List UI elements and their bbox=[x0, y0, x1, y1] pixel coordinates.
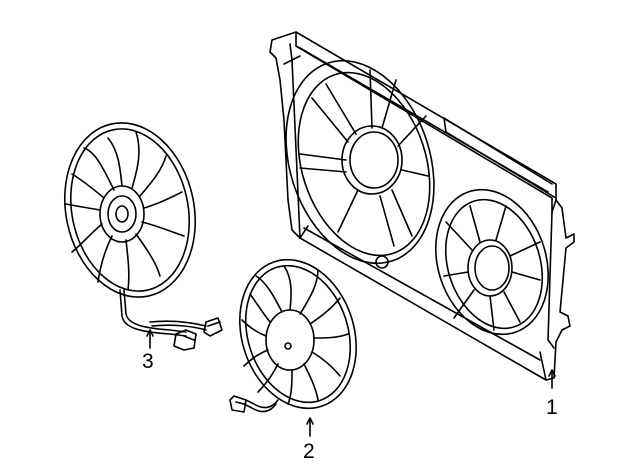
callout-number-1: 1 bbox=[546, 396, 558, 419]
leader-line-1 bbox=[548, 369, 556, 389]
callout-number-2: 2 bbox=[303, 440, 315, 463]
callout-number-3: 3 bbox=[142, 350, 154, 373]
fan-shroud bbox=[269, 31, 575, 381]
leader-line-2 bbox=[306, 417, 314, 437]
fan-motor-center bbox=[229, 258, 358, 413]
fan-motor-left bbox=[63, 122, 223, 351]
leader-line-3 bbox=[146, 329, 154, 349]
